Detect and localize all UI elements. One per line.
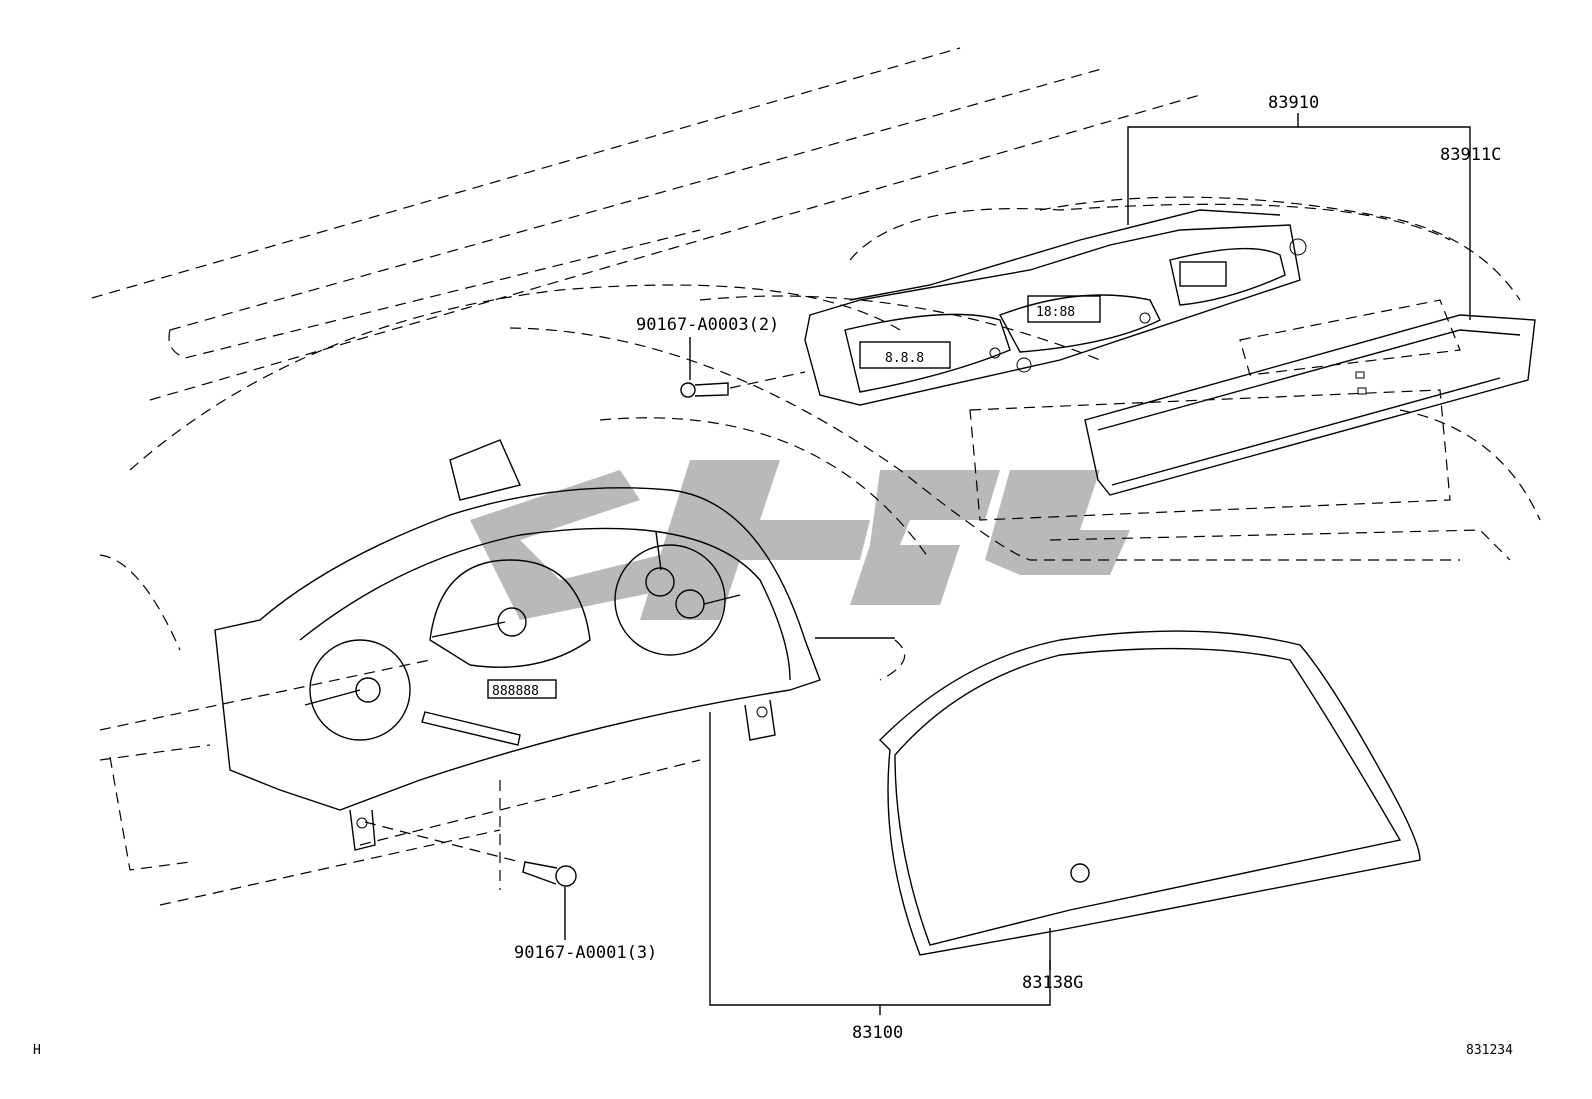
svg-text:888888: 888888 (492, 684, 539, 699)
callout-83138g: 83138G (1022, 973, 1083, 993)
callout-83910: 83910 (1268, 93, 1319, 113)
combination-meter: 888888 (214, 439, 821, 851)
corner-letter: H (33, 1043, 41, 1058)
leader-lines (564, 113, 1471, 1015)
callout-83911c: 83911C (1440, 145, 1501, 165)
multi-display-unit: 8.8.8 18:88 (804, 209, 1307, 406)
svg-text:18:88: 18:88 (1036, 305, 1075, 320)
dashboard-outline (91, 47, 1541, 906)
bolt-lower (364, 821, 577, 887)
figure-number: 831234 (1466, 1043, 1513, 1058)
callout-bolt-lower: 90167-A0001(3) (514, 943, 657, 963)
meter-glass (879, 630, 1421, 956)
display-panel (1084, 314, 1536, 496)
callout-83100: 83100 (852, 1023, 903, 1043)
callout-bolt-upper: 90167-A0003(2) (636, 315, 779, 335)
svg-text:8.8.8: 8.8.8 (885, 351, 924, 366)
bolt-upper (680, 371, 806, 398)
watermark-logo (470, 460, 1130, 620)
